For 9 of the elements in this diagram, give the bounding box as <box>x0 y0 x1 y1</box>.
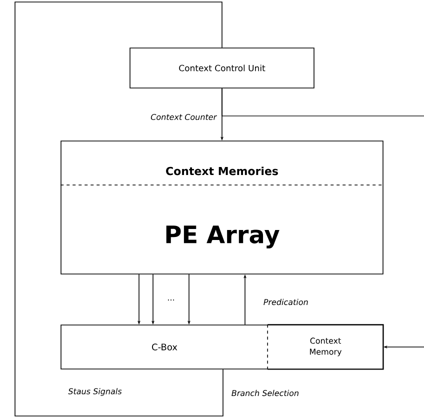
edge-label: Context Counter <box>150 114 217 120</box>
array-box: Context Memories PE Array <box>60 140 384 274</box>
memory-section: Context Memory <box>267 324 384 370</box>
signal-label: Branch Selection <box>232 390 298 396</box>
connector-line <box>222 88 424 116</box>
signal-label: Staus Signals <box>68 388 122 396</box>
edge-label: Predication <box>264 298 308 306</box>
control-unit-box: Context Control Unit <box>130 48 314 88</box>
connector-line <box>14 2 224 416</box>
